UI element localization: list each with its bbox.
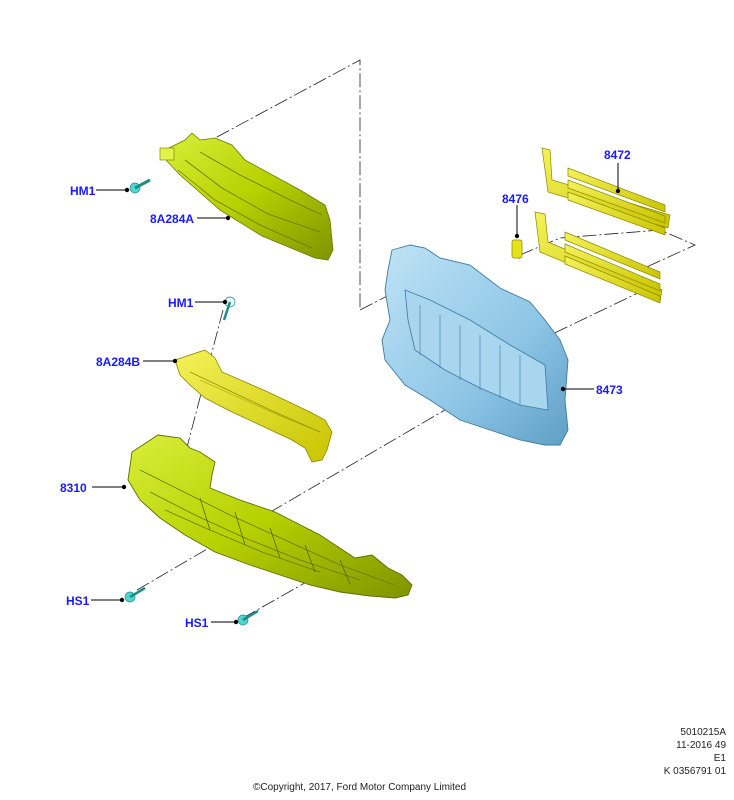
engine-undershield	[127, 434, 413, 599]
air-deflector-upper	[159, 132, 334, 261]
callout-label: 8472	[604, 148, 631, 162]
callout-label: HS1	[185, 616, 209, 630]
callout-hm1-top: HM1	[70, 184, 130, 198]
callout-hs1-left: HS1	[66, 594, 125, 608]
callout-label: 8A284A	[150, 212, 194, 226]
air-deflector-lower	[174, 349, 333, 463]
callout-8a284a: 8A284A	[150, 212, 231, 226]
illustration-number: 5010215A	[680, 727, 726, 738]
callout-label: HM1	[168, 296, 194, 310]
callout-hs1-right: HS1	[185, 616, 239, 630]
reference-number: K 0356791 01	[663, 766, 726, 777]
edition: E1	[713, 753, 726, 764]
callout-8473: 8473	[560, 383, 623, 397]
callout-hm1-mid: HM1	[168, 296, 228, 310]
callout-label: HS1	[66, 594, 90, 608]
grille-shutter	[534, 147, 671, 304]
callout-label: 8A284B	[96, 355, 140, 369]
callout-label: 8473	[596, 383, 623, 397]
screw-hs1-right	[237, 609, 259, 626]
callout-label: 8310	[60, 481, 87, 495]
screw-hs1-left	[124, 586, 146, 603]
copyright-notice: ©Copyright, 2017, Ford Motor Company Lim…	[253, 782, 467, 793]
callout-label: HM1	[70, 184, 96, 198]
callout-8476: 8476	[502, 192, 529, 239]
callout-8310: 8310	[60, 481, 127, 495]
illustration-info: 5010215A 11-2016 49 E1 K 0356791 01	[664, 726, 726, 778]
callout-8472: 8472	[604, 148, 631, 194]
pin-fastener-hm1-upper	[129, 178, 151, 194]
callout-8a284b: 8A284B	[96, 355, 178, 369]
date-code: 11-2016 49	[676, 740, 726, 751]
shutter-actuator	[511, 239, 523, 259]
radiator-support	[381, 244, 569, 446]
callout-label: 8476	[502, 192, 529, 206]
